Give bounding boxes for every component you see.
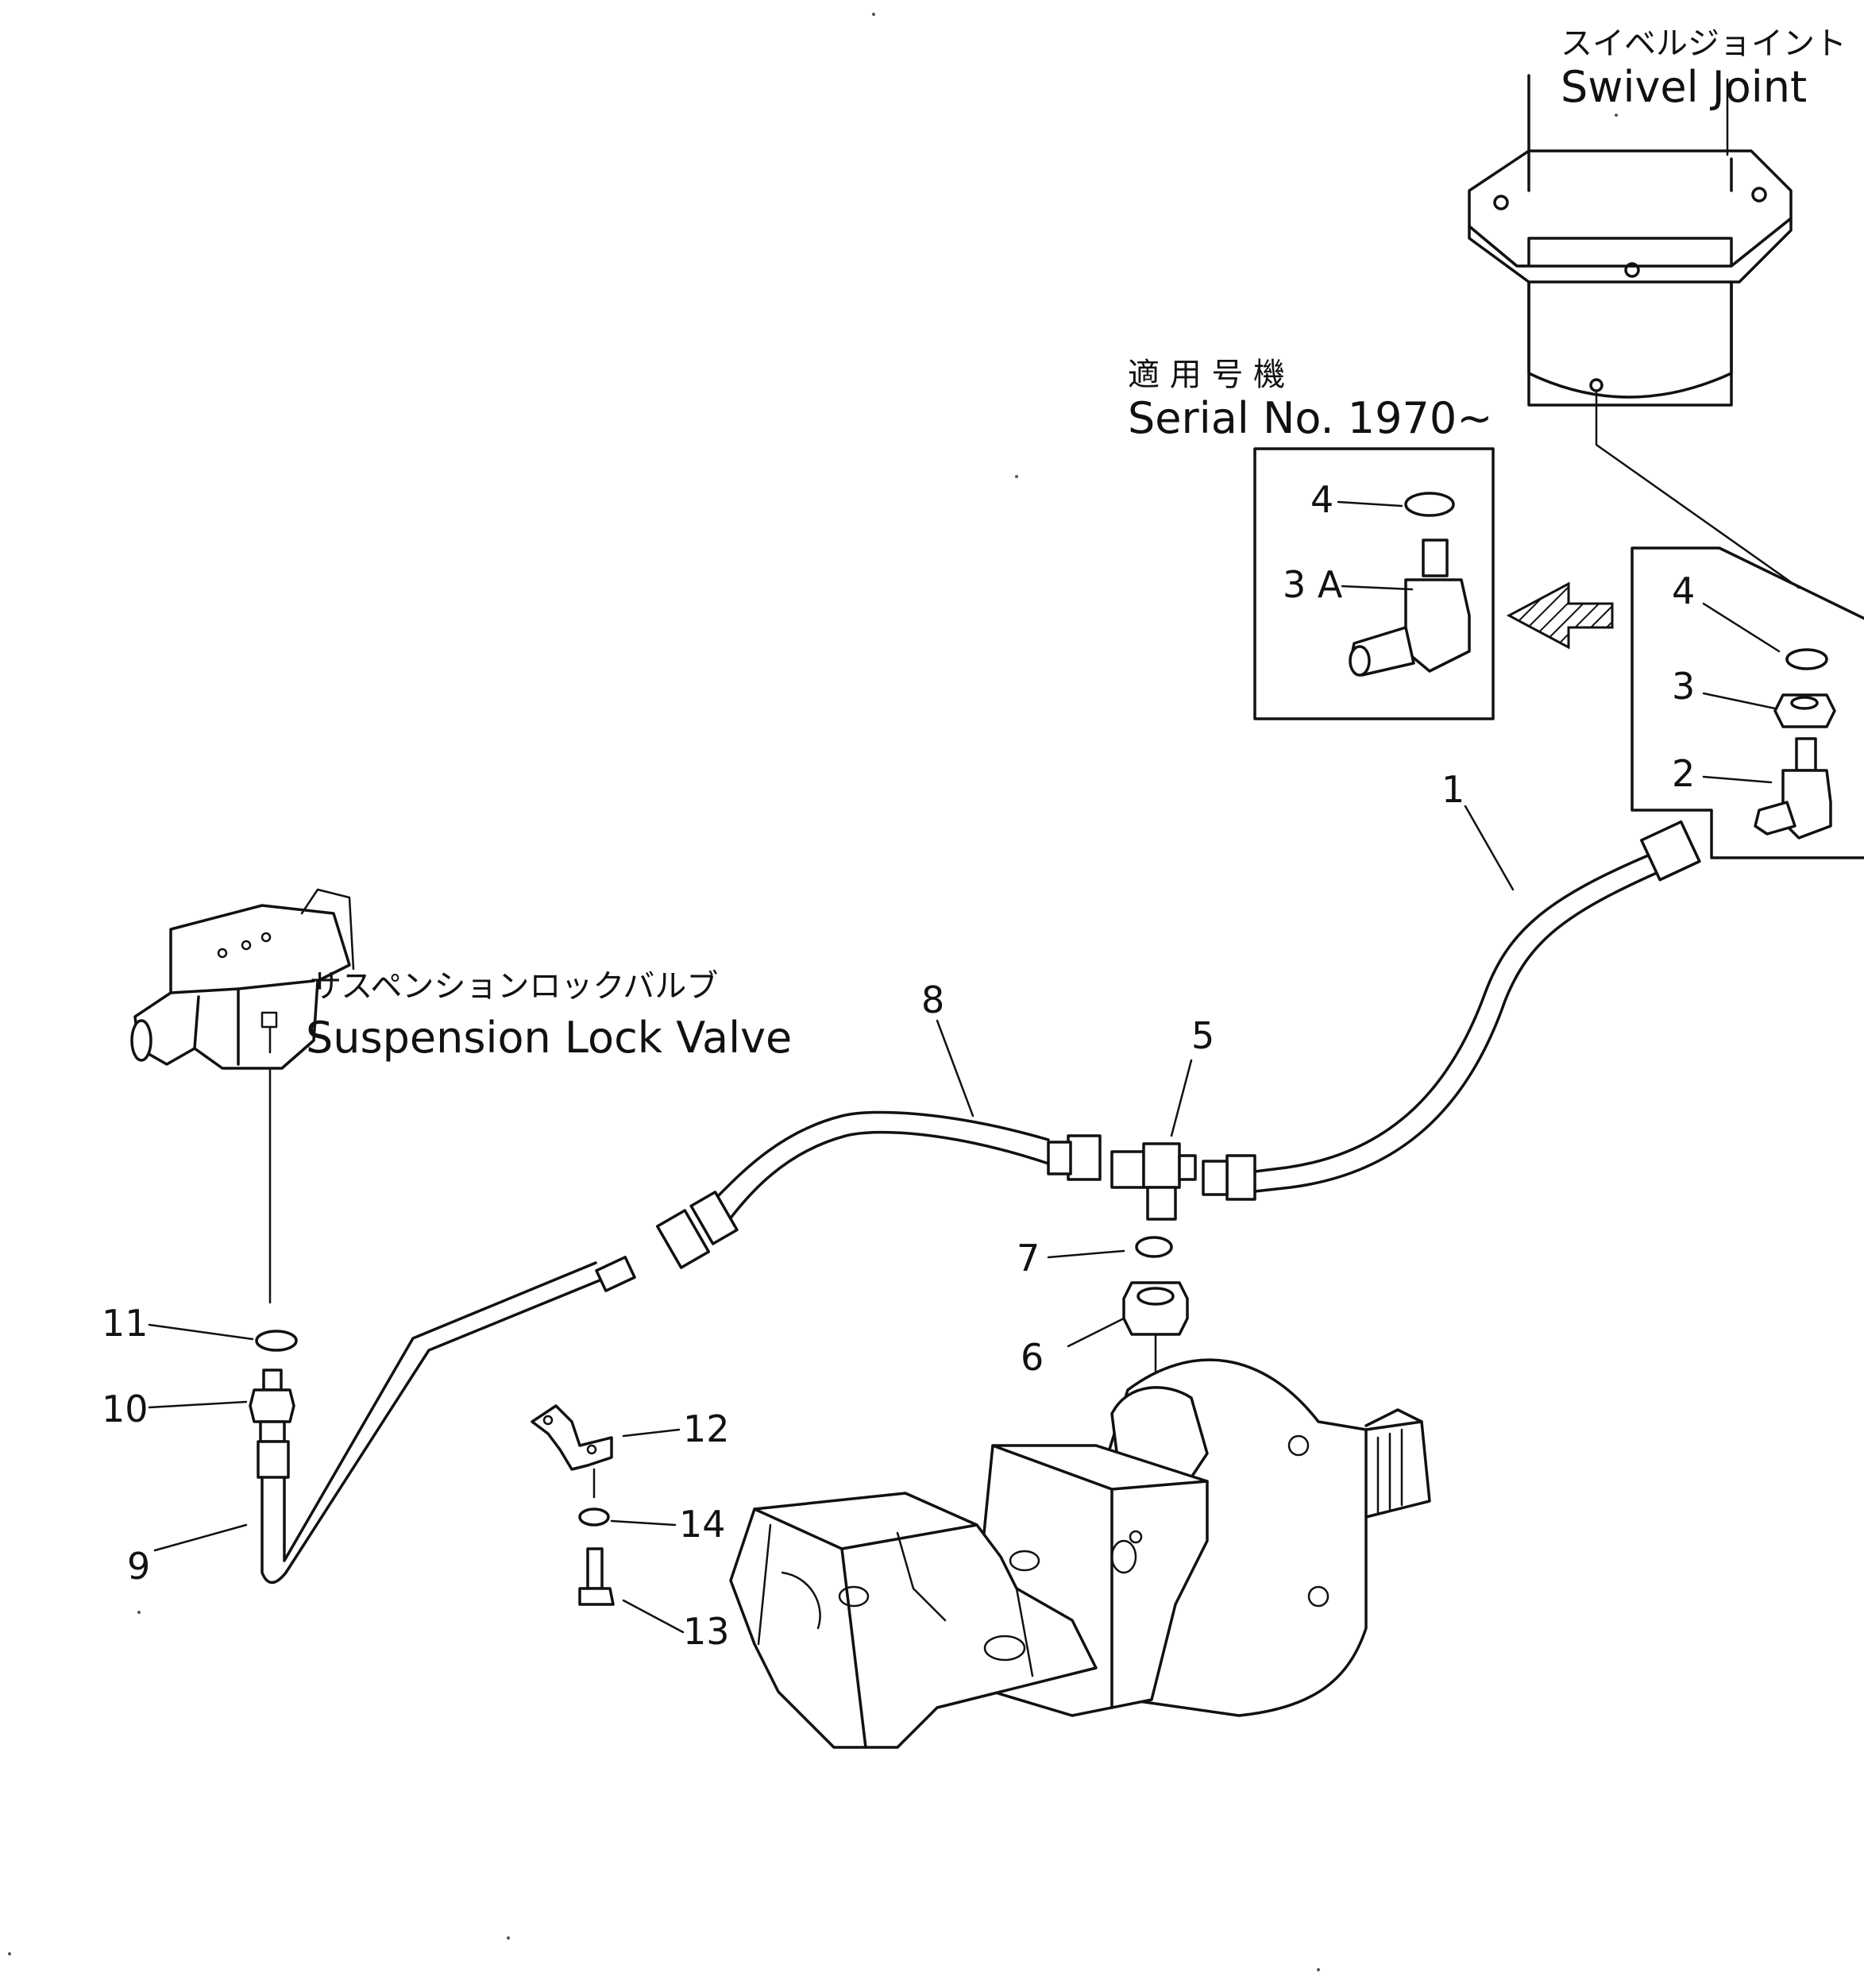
swivel-joint-label-en: Swivel Joint (1561, 62, 1807, 112)
part-10-adapter (249, 1368, 295, 1443)
part-3-nut (1773, 693, 1836, 728)
callout-10: 10 (102, 1388, 149, 1430)
current-parts-box (1631, 546, 1864, 859)
swivel-joint-label-jp: スイベルジョイント (1561, 25, 1847, 62)
suspension-lock-valve (130, 888, 355, 1070)
part-11-oring (255, 1330, 298, 1352)
callout-7: 7 (1017, 1237, 1040, 1280)
callout-3: 3 (1672, 665, 1695, 708)
callout-1: 1 (1441, 768, 1465, 811)
callout-13: 13 (683, 1610, 730, 1653)
callout-4: 4 (1672, 569, 1695, 612)
callout-8: 8 (921, 979, 944, 1021)
part-9-tube (257, 1256, 636, 1585)
serial-label-en: Serial No. 1970~ (1128, 393, 1492, 443)
callout-12: 12 (683, 1407, 730, 1450)
callout-9: 9 (127, 1545, 150, 1588)
callout-11: 11 (102, 1302, 149, 1345)
part-8-hose (655, 1110, 1102, 1269)
part-7-oring (1135, 1236, 1173, 1258)
callout-2: 2 (1672, 752, 1695, 795)
callout-14: 14 (679, 1503, 726, 1546)
callout-5: 5 (1191, 1014, 1214, 1057)
part-1-hose (1202, 820, 1701, 1201)
part-14-washer (578, 1507, 610, 1527)
part-3a-elbow (1349, 538, 1471, 677)
swivel-joint (1468, 74, 1800, 589)
pump-assembly (729, 1358, 1431, 1749)
serial-label-jp: 適 用 号 機 (1128, 357, 1285, 393)
serial-inset-box (1253, 447, 1495, 720)
part-12-clamp (531, 1404, 613, 1471)
callout-6: 6 (1021, 1336, 1044, 1379)
lock-valve-label-jp: サスペンションロックバルブ (310, 968, 718, 1005)
part-13-bolt (578, 1547, 615, 1606)
part-5-tee (1110, 1142, 1197, 1221)
callout-3a: 3 A (1283, 563, 1343, 606)
callout-4a: 4 (1310, 478, 1333, 521)
lock-valve-label-en: Suspension Lock Valve (306, 1013, 792, 1063)
part-6-nut (1122, 1281, 1189, 1336)
replacement-arrow (1506, 581, 1614, 650)
part-2-elbow (1754, 737, 1832, 840)
part-4-oring (1785, 648, 1828, 670)
part-4a-oring (1404, 492, 1455, 517)
